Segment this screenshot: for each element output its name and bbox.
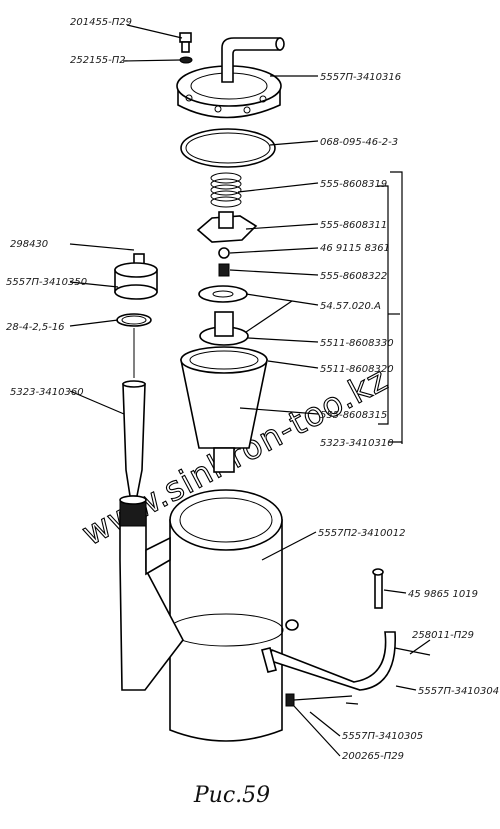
leader-lines <box>69 24 431 757</box>
tube-part <box>122 380 146 497</box>
label-valve-assembly: 5511-8608320 <box>320 364 394 375</box>
clamp-bolt-part <box>285 693 353 707</box>
label-plug: 298430 <box>10 239 48 250</box>
label-clamp: 5557П-3410304 <box>418 686 499 697</box>
small-spring-part <box>218 263 230 277</box>
label-housing: 5557П2-3410012 <box>318 528 405 539</box>
valve-seat-part <box>199 311 249 346</box>
label-cup: 555-8608315 <box>320 410 387 421</box>
label-pin: 45 9865 1019 <box>408 589 478 600</box>
label-cap: 5557П-3410350 <box>6 277 87 288</box>
label-small-spring: 555-8608322 <box>320 271 387 282</box>
label-gasket-ring: 068-095-46-2-3 <box>320 137 398 148</box>
cover-part <box>176 37 285 119</box>
label-valve-plate: 555-8608311 <box>320 220 387 231</box>
label-spring: 555-8608319 <box>320 179 387 190</box>
housing-part <box>119 489 299 742</box>
label-ball: 46 9115 8361 <box>320 243 390 254</box>
figure-caption: Рис.59 <box>193 783 270 808</box>
label-clamp-bolt-part: 5557П-3410305 <box>342 731 423 742</box>
label-washer: 252155-П2 <box>70 55 126 66</box>
cup-part <box>180 346 268 473</box>
label-filter-assembly: 5323-3410310 <box>320 438 394 449</box>
seal-part <box>198 285 248 303</box>
clamp-part <box>261 631 431 691</box>
valve-plate-part <box>196 211 258 243</box>
cap-part <box>114 262 158 300</box>
pin-part <box>372 568 384 609</box>
o-ring-part <box>116 313 152 327</box>
label-clamp-nut: 258011-П29 <box>412 630 474 641</box>
label-cover: 5557П-3410316 <box>320 72 401 83</box>
label-bolt: 201455-П29 <box>70 17 132 28</box>
label-clamp-bolt: 200265-П29 <box>342 751 404 762</box>
group-brackets <box>378 171 403 444</box>
gasket-ring-part <box>180 128 276 168</box>
label-o-ring: 28-4-2,5-16 <box>6 322 65 333</box>
label-valve-seat: 5511-8608330 <box>320 338 394 349</box>
washer-part <box>179 56 193 64</box>
bolt-part <box>179 32 192 53</box>
label-seal: 54.57.020.А <box>320 301 381 312</box>
spring-part <box>210 172 242 208</box>
label-tube: 5323-3410360 <box>10 387 84 398</box>
ball-part <box>218 247 230 259</box>
